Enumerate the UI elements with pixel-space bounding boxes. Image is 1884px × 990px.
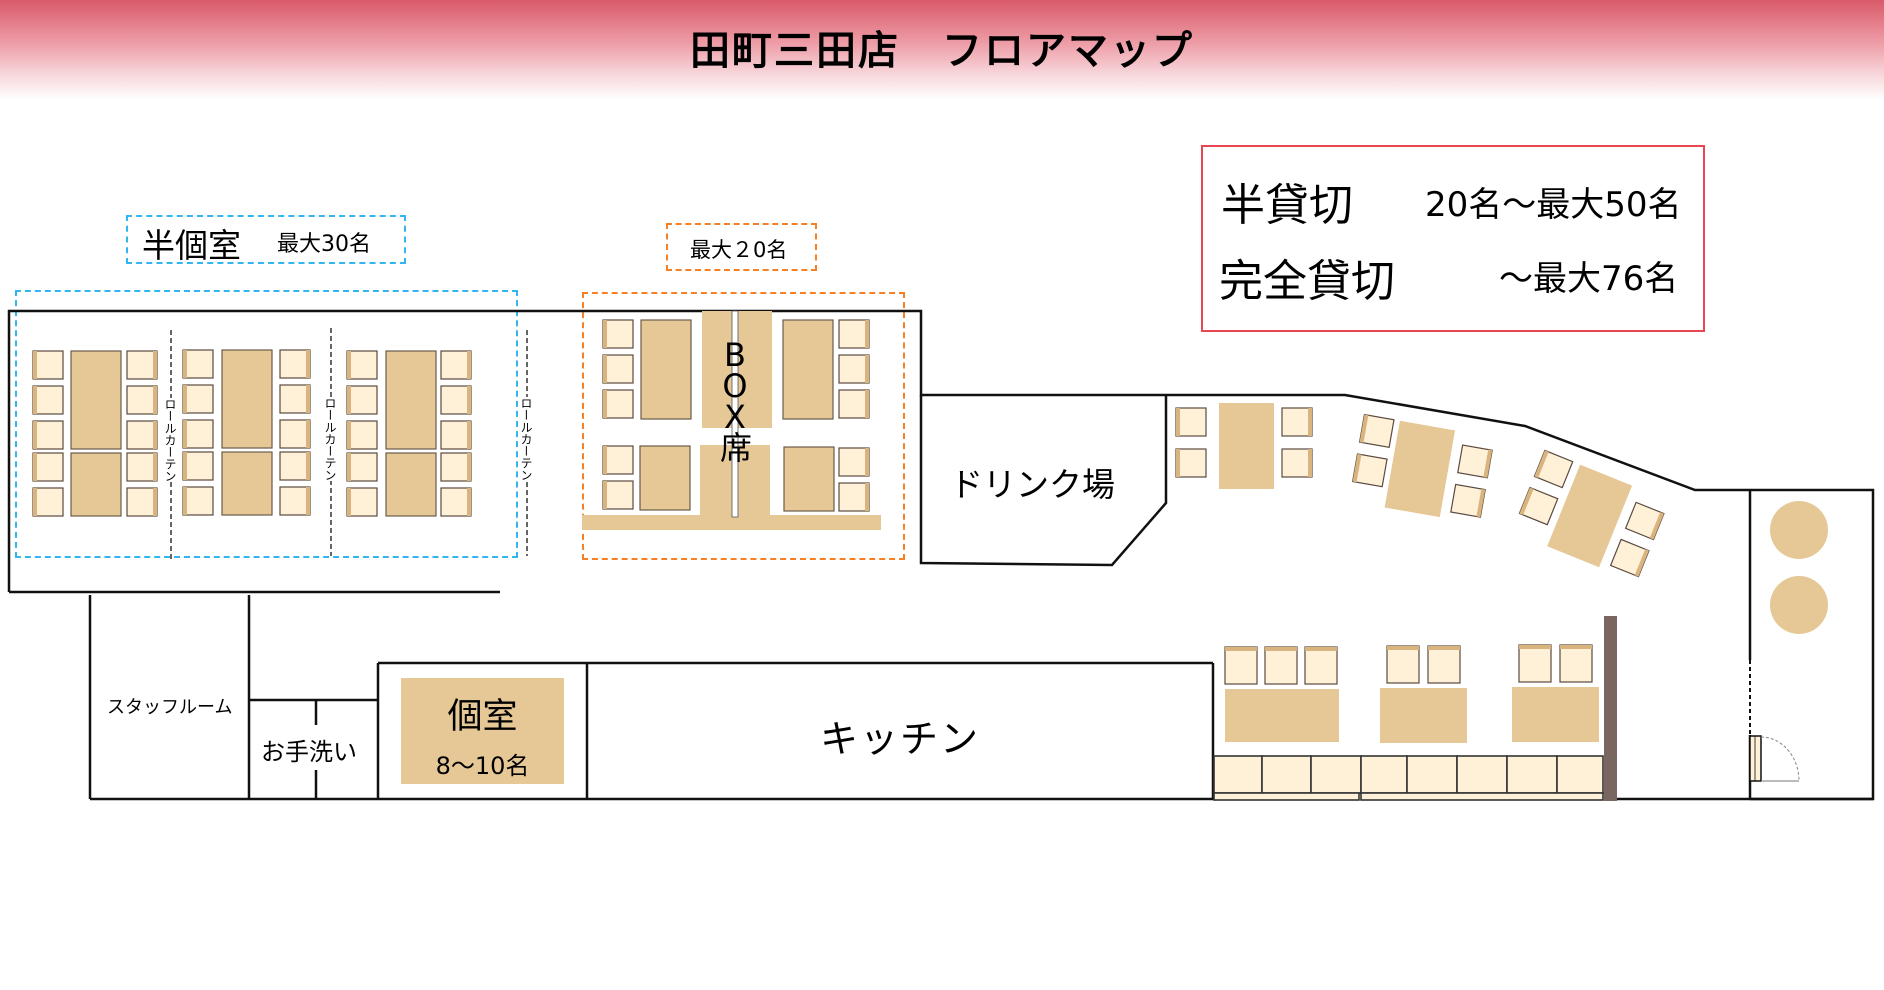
round-table	[1770, 576, 1828, 634]
box-seat-furniture	[582, 310, 881, 530]
legend-full-label: 完全貸切	[1219, 256, 1395, 307]
semi-private-tables	[70, 349, 437, 517]
page-title: 田町三田店 フロアマップ	[690, 28, 1194, 74]
box-seats-capacity: 最大２0名	[690, 238, 788, 262]
roll-curtain-label: ロールカーテン	[162, 398, 179, 482]
roll-curtain-label: ロールカーテン	[322, 397, 339, 481]
box-label-seat: 席	[720, 429, 753, 467]
box-label-x: X	[724, 398, 746, 436]
roll-curtain-label: ロールカーテン	[518, 397, 535, 481]
semi-private-area	[15, 290, 518, 558]
pillar	[1604, 616, 1617, 801]
private-room-title: 個室	[447, 697, 518, 737]
header-banner: 田町三田店 フロアマップ	[0, 0, 1884, 100]
round-table	[1770, 501, 1828, 559]
semi-private-capacity: 最大30名	[277, 232, 371, 257]
legend-full-value: 〜最大76名	[1499, 259, 1679, 299]
walls	[7, 309, 1875, 801]
counter-area	[1213, 616, 1617, 801]
capacity-legend: 半貸切 20名〜最大50名 完全貸切 〜最大76名	[1201, 145, 1705, 332]
legend-half-label: 半貸切	[1221, 180, 1353, 231]
door-icon	[1749, 735, 1800, 782]
legend-half-value: 20名〜最大50名	[1425, 185, 1682, 225]
drink-station-label: ドリンク場	[950, 465, 1115, 504]
box-seats-label-box: 最大２0名	[666, 223, 817, 271]
restroom-label: お手洗い	[261, 732, 357, 767]
box-label-o: O	[722, 367, 748, 405]
staff-room-label: スタッフルーム	[107, 697, 233, 718]
semi-private-title: 半個室	[142, 226, 241, 265]
window-tables	[1175, 403, 1665, 578]
box-seats-area	[582, 292, 905, 560]
private-room-capacity: 8〜10名	[435, 752, 530, 780]
private-room-table	[401, 678, 564, 784]
box-label-b: B	[724, 336, 746, 374]
kitchen-label: キッチン	[819, 717, 980, 761]
semi-private-label-box: 半個室 最大30名	[126, 215, 406, 265]
box-seats-label: B O X 席	[720, 336, 753, 467]
